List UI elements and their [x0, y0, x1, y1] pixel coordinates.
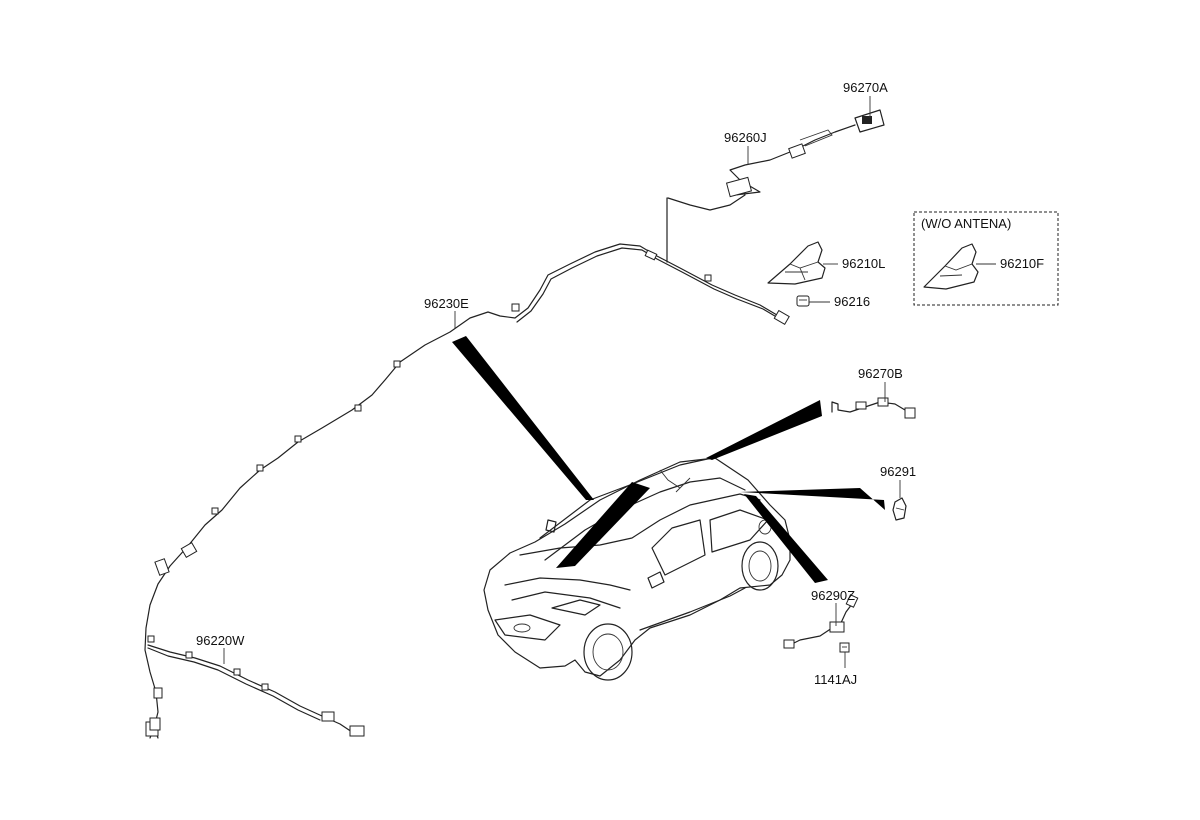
inset-without-antenna: (W/O ANTENA) [913, 211, 1059, 306]
nut-96216[interactable] [796, 295, 810, 307]
callout-wedge-96290z [744, 494, 828, 583]
label-96270b: 96270B [858, 366, 903, 381]
antenna-feeder-96260j[interactable] [667, 124, 856, 211]
inset-label: (W/O ANTENA) [921, 216, 1011, 231]
callout-wedge-96270b [706, 400, 822, 460]
label-96260j: 96260J [724, 130, 767, 145]
shark-fin-antenna-96210l[interactable] [767, 241, 826, 285]
callout-wedge-windshield [556, 482, 650, 568]
callout-wedge-roof-cable [452, 336, 594, 500]
cable-96270b[interactable] [831, 397, 916, 419]
sensor-96290z[interactable] [783, 594, 859, 649]
label-96216: 96216 [834, 294, 870, 309]
clip-96291[interactable] [892, 497, 907, 521]
label-1141aj: 1141AJ [814, 672, 857, 687]
bolt-1141aj[interactable] [839, 642, 850, 653]
antenna-cable-96220w[interactable] [147, 644, 365, 737]
car-illustration [483, 457, 791, 681]
callout-wedges [452, 336, 885, 583]
label-96270a: 96270A [843, 80, 888, 95]
callout-wedge-96291 [740, 488, 885, 510]
label-96290z: 96290Z [811, 588, 855, 603]
roof-antenna-cable-96230e[interactable] [144, 243, 790, 739]
label-96291: 96291 [880, 464, 916, 479]
part-labels: 96270A 96260J 96210L 96216 96230E 96270B… [196, 80, 1044, 687]
label-96210l: 96210L [842, 256, 885, 271]
label-96210f: 96210F [1000, 256, 1044, 271]
label-96220w: 96220W [196, 633, 245, 648]
label-96230e: 96230E [424, 296, 469, 311]
shark-fin-cover-96210f[interactable] [923, 243, 979, 290]
antenna-connector-96270a[interactable] [854, 109, 885, 133]
leader-lines [223, 96, 996, 668]
